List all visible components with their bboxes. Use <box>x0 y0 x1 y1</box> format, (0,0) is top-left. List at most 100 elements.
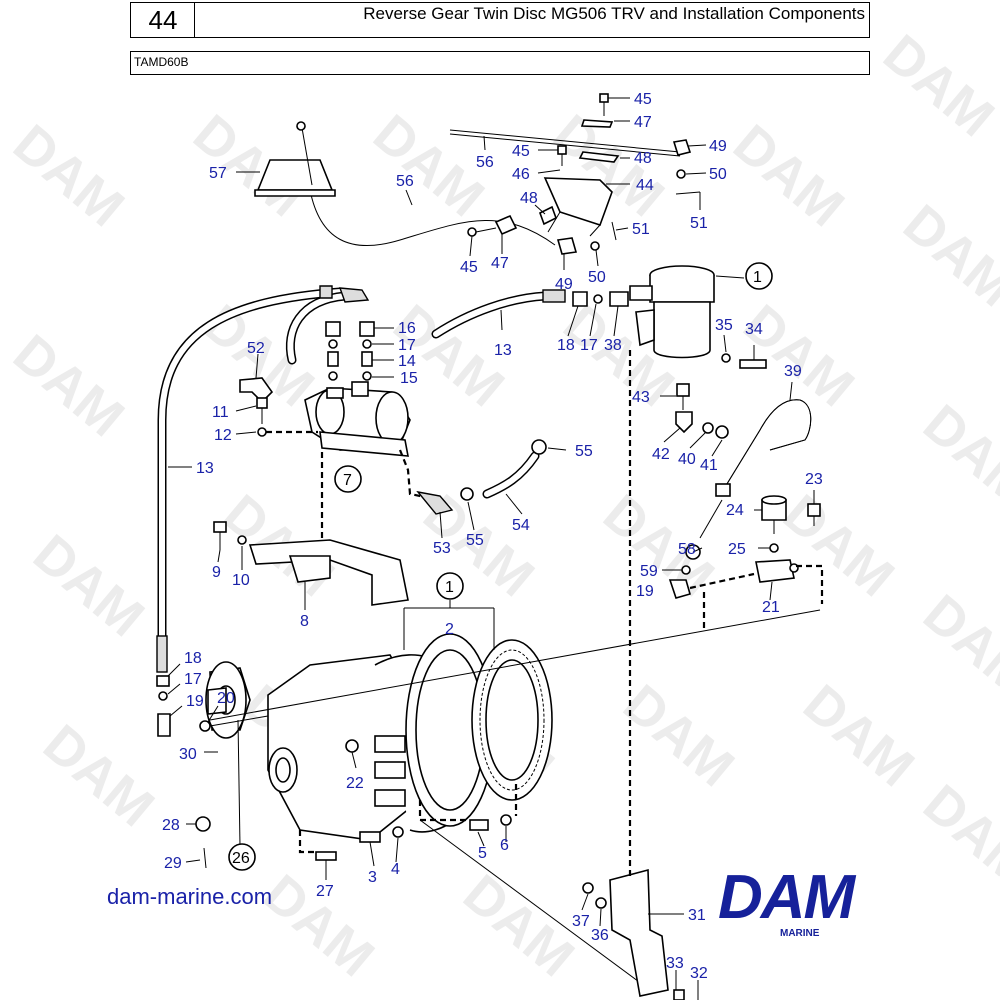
part-label: 18 <box>557 337 575 354</box>
part-label: 20 <box>217 690 235 707</box>
part-label: 31 <box>688 907 706 924</box>
part-label: 15 <box>400 370 418 387</box>
part-label: 45 <box>512 143 530 160</box>
part-label: 6 <box>500 837 509 854</box>
watermark: DAM <box>452 863 585 988</box>
watermark: DAM <box>252 863 385 988</box>
part-label: 50 <box>709 166 727 183</box>
brand-logo: DAM MARINE <box>718 863 898 948</box>
part-label: 29 <box>164 855 182 872</box>
part-label: 45 <box>460 259 478 276</box>
part-label: 43 <box>632 389 650 406</box>
page-title-box: Reverse Gear Twin Disc MG506 TRV and Ins… <box>194 2 870 38</box>
mounting-bracket <box>213 452 409 606</box>
brand-name: DAM <box>718 863 855 932</box>
part-label: 8 <box>300 613 309 630</box>
watermark: DAM <box>22 523 155 648</box>
part-label: 19 <box>186 693 204 710</box>
part-label: 32 <box>690 965 708 982</box>
engine-model: TAMD60B <box>134 55 189 69</box>
part-label: 55 <box>466 532 484 549</box>
part-label: 35 <box>715 317 733 334</box>
part-label: 33 <box>666 955 684 972</box>
brand-subtitle: MARINE <box>780 928 820 939</box>
part-label: 3 <box>368 869 377 886</box>
watermark: DAM <box>912 583 1000 708</box>
watermark: DAM <box>2 323 135 448</box>
oil-hoses <box>156 285 566 673</box>
part-labels: 45 47 49 50 51 56 45 48 46 44 57 56 48 5… <box>162 91 823 982</box>
part-label: 42 <box>652 446 670 463</box>
part-label: 57 <box>209 165 227 182</box>
support-bracket <box>582 350 685 1000</box>
watermark: DAM <box>612 673 745 798</box>
part-label: 23 <box>805 471 823 488</box>
part-label: 4 <box>391 861 400 878</box>
part-label: 17 <box>398 337 416 354</box>
page-number: 44 <box>130 2 196 38</box>
callout-circle <box>228 843 256 871</box>
part-label: 14 <box>398 353 416 370</box>
part-label: 46 <box>512 166 530 183</box>
part-label: 27 <box>316 883 334 900</box>
part-label: 53 <box>433 540 451 557</box>
part-label: 18 <box>184 650 202 667</box>
part-label: 50 <box>588 269 606 286</box>
part-label: 49 <box>555 276 573 293</box>
callout-label: 26 <box>232 850 250 867</box>
oil-pipe-and-sensor <box>668 399 824 632</box>
part-label: 56 <box>396 173 414 190</box>
part-label: 34 <box>745 321 763 338</box>
part-label: 2 <box>445 621 454 638</box>
part-label: 11 <box>212 404 229 421</box>
callout-circle <box>745 262 773 290</box>
callout-circle <box>436 572 464 600</box>
part-label: 48 <box>520 190 538 207</box>
part-label: 17 <box>580 337 598 354</box>
part-label: 59 <box>640 563 658 580</box>
watermark: DAM <box>912 773 1000 898</box>
part-label: 19 <box>636 583 654 600</box>
filter-fittings <box>572 291 629 307</box>
part-label: 21 <box>762 599 780 616</box>
part-label: 13 <box>494 342 512 359</box>
part-label: 38 <box>604 337 622 354</box>
part-label: 51 <box>632 221 650 238</box>
watermark: DAM <box>892 193 1000 318</box>
part-label: 40 <box>678 451 696 468</box>
reverse-gear-housing <box>156 609 821 991</box>
part-label: 48 <box>634 150 652 167</box>
callout-circle <box>334 465 362 493</box>
part-label: 10 <box>232 572 250 589</box>
part-label: 12 <box>214 427 232 444</box>
part-label: 39 <box>784 363 802 380</box>
part-label: 37 <box>572 913 590 930</box>
watermark: DAM <box>722 113 855 238</box>
callout-circles: 1 7 1 26 <box>228 262 773 871</box>
return-hose <box>398 439 547 515</box>
control-cable-assembly <box>254 93 701 255</box>
part-label: 22 <box>346 775 364 792</box>
watermark: DAM <box>872 23 1000 148</box>
callout-label: 1 <box>753 269 762 286</box>
part-label: 47 <box>634 114 652 131</box>
website-link[interactable]: dam-marine.com <box>107 884 273 909</box>
part-label: 13 <box>196 460 214 477</box>
part-label: 36 <box>591 927 609 944</box>
page-title: Reverse Gear Twin Disc MG506 TRV and Ins… <box>363 4 865 23</box>
callout-label: 7 <box>343 472 352 489</box>
watermark: DAM <box>32 713 165 838</box>
part-label: 5 <box>478 845 487 862</box>
part-label: 55 <box>575 443 593 460</box>
watermark: DAM <box>792 673 925 798</box>
part-label: 28 <box>162 817 180 834</box>
part-label: 25 <box>728 541 746 558</box>
part-label: 54 <box>512 517 530 534</box>
leader-lines <box>167 97 815 1000</box>
part-label: 49 <box>709 138 727 155</box>
part-label: 16 <box>398 320 416 337</box>
part-label: 24 <box>726 502 744 519</box>
control-lever-housing <box>256 159 334 191</box>
